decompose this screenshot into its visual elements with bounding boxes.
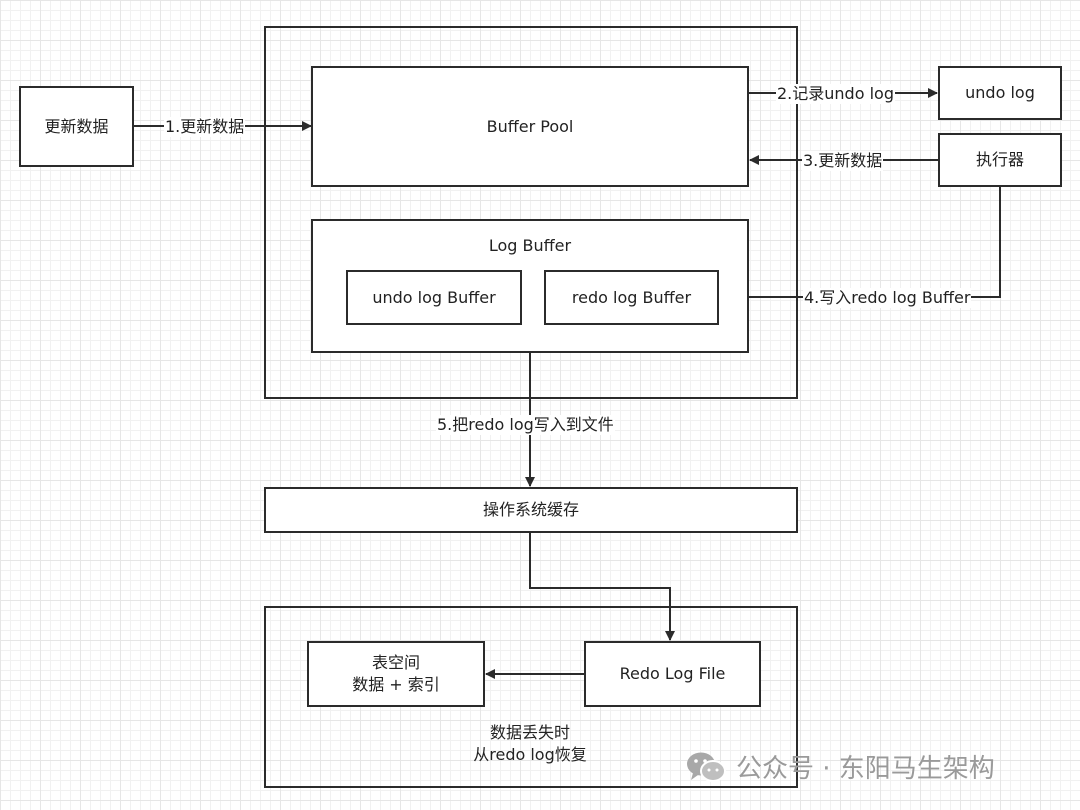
tablespace-content-label: 数据 + 索引 [352, 675, 440, 694]
update-data-box: 更新数据 [19, 86, 134, 167]
watermark: 公众号 · 东阳马生架构 [684, 748, 995, 785]
recovery-note: 数据丢失时 从redo log恢复 [430, 722, 630, 766]
undo-log-buffer-box: undo log Buffer [346, 270, 522, 325]
executor-box: 执行器 [938, 133, 1062, 187]
os-cache-label: 操作系统缓存 [482, 500, 579, 519]
redo-log-file-box: Redo Log File [584, 641, 761, 707]
undo-log-buffer-label: undo log Buffer [372, 287, 496, 307]
step5-label: 5.把redo log写入到文件 [436, 415, 615, 435]
redo-log-file-label: Redo Log File [619, 664, 726, 683]
step3-label: 3.更新数据 [802, 151, 884, 171]
log-buffer-label: Log Buffer [488, 236, 572, 255]
tablespace-box: 表空间 数据 + 索引 [307, 641, 485, 707]
buffer-pool-label: Buffer Pool [486, 116, 574, 136]
redo-log-buffer-label: redo log Buffer [571, 287, 692, 307]
arrow-cache-to-file [529, 533, 675, 641]
os-cache-box: 操作系统缓存 [264, 487, 798, 533]
watermark-text: 公众号 · 东阳马生架构 [736, 754, 995, 784]
disk-container [264, 606, 798, 788]
undo-log-box: undo log [938, 66, 1062, 120]
recovery-line2: 从redo log恢复 [473, 745, 587, 764]
buffer-pool-box: Buffer Pool [311, 66, 749, 187]
step2-label: 2.记录undo log [776, 84, 895, 104]
undo-log-label: undo log [965, 83, 1035, 102]
tablespace-label: 表空间 [371, 653, 420, 672]
update-data-label: 更新数据 [44, 116, 109, 136]
recovery-line1: 数据丢失时 [489, 723, 570, 742]
step4-label: 4.写入redo log Buffer [803, 288, 972, 308]
memory-container [264, 26, 798, 399]
redo-log-buffer-box: redo log Buffer [544, 270, 719, 325]
step1-label: 1.更新数据 [164, 117, 246, 137]
executor-label: 执行器 [975, 150, 1024, 169]
wechat-icon [687, 752, 726, 782]
